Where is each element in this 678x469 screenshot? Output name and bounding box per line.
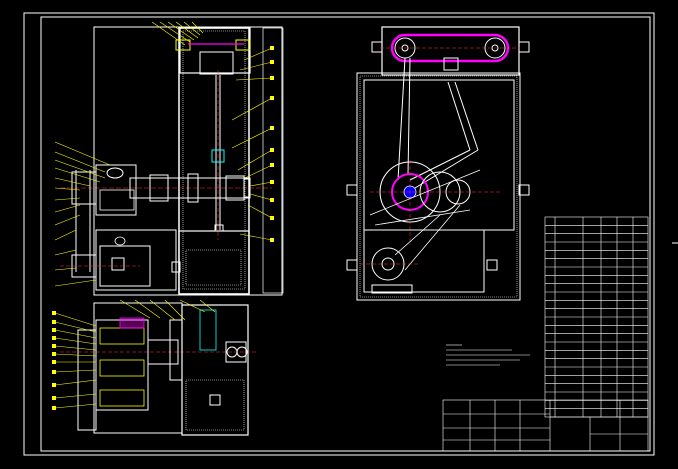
side-section-view [346, 26, 530, 301]
title-block [442, 399, 649, 452]
leader-end-markers [270, 46, 274, 242]
upper-belt [390, 33, 510, 63]
parts-list-table [544, 216, 649, 418]
leader-end-markers-top-view [52, 311, 56, 410]
leader-lines-top-view [54, 299, 216, 409]
technical-notes [446, 344, 530, 366]
outer-border [23, 12, 655, 456]
inner-border [40, 16, 651, 452]
leader-lines-top [151, 21, 204, 46]
front-section-view [54, 21, 284, 296]
top-section-view [52, 299, 256, 436]
leader-lines-right [231, 47, 273, 241]
leader-lines-left [54, 141, 111, 287]
